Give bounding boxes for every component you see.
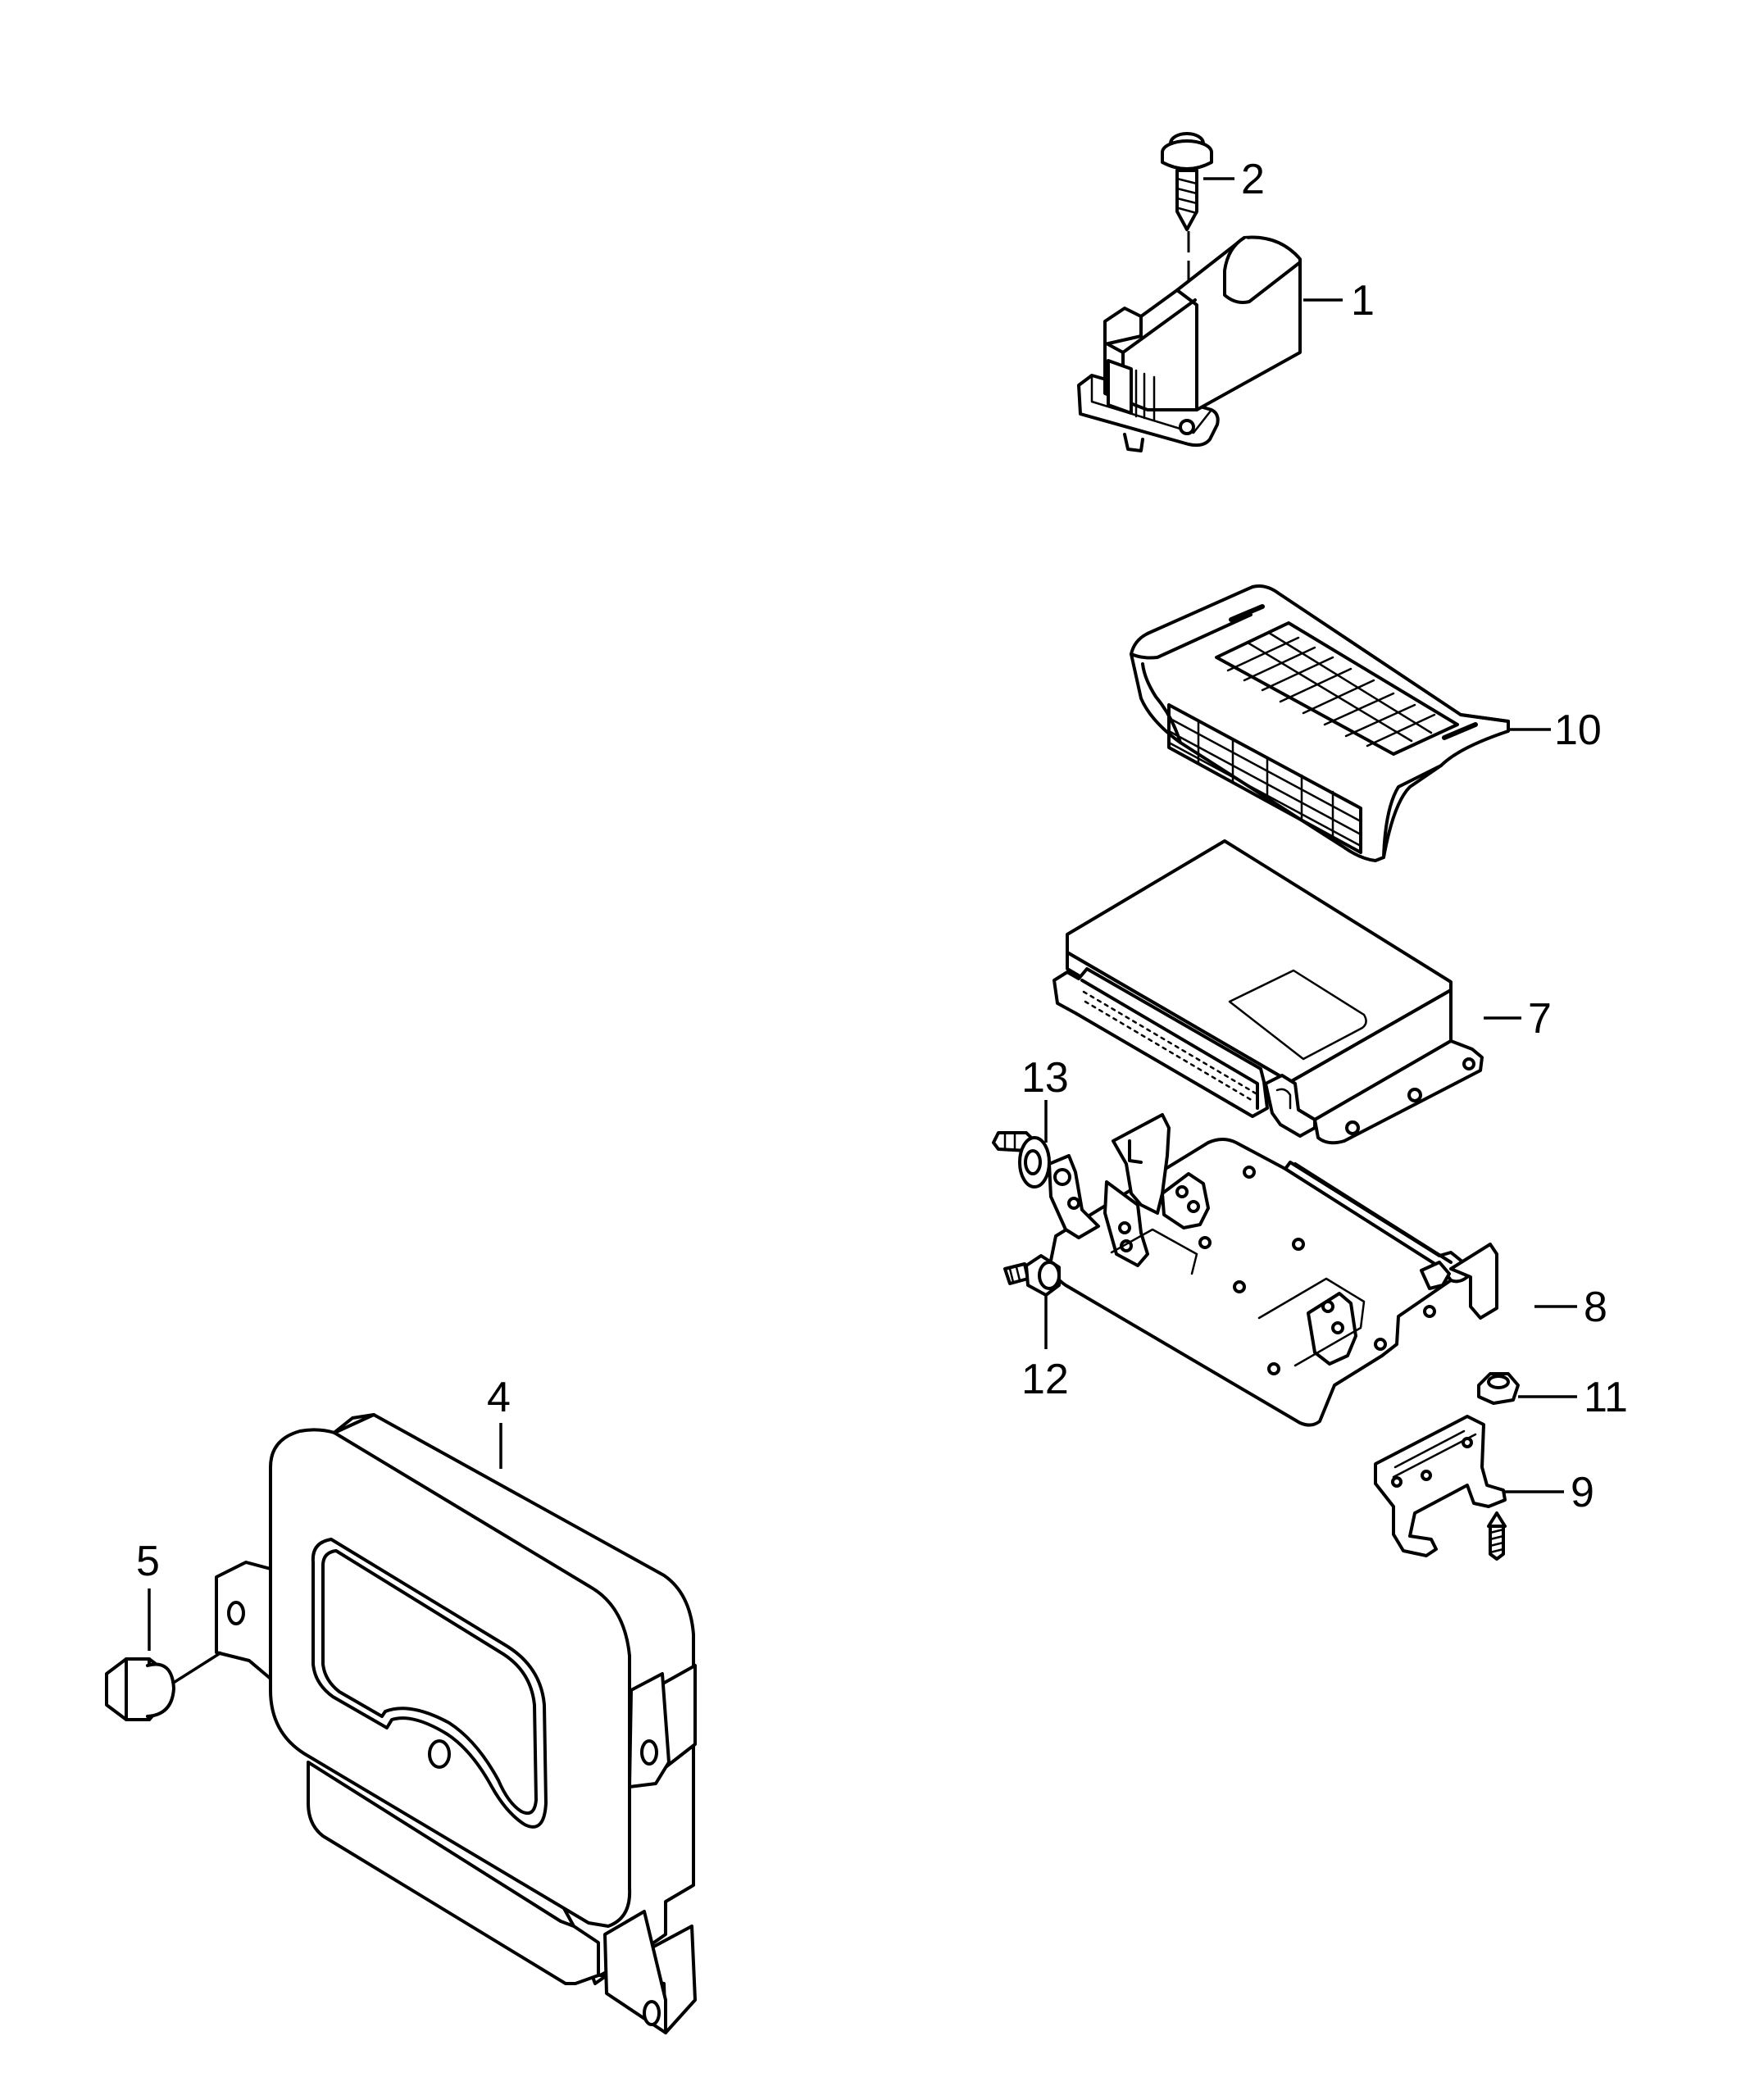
callout-4: 4 xyxy=(487,1374,511,1421)
callout-7: 7 xyxy=(1528,995,1552,1043)
part-12-bolt xyxy=(1003,1254,1061,1297)
callout-13: 13 xyxy=(1021,1054,1069,1102)
callout-10: 10 xyxy=(1554,707,1602,754)
callout-2: 2 xyxy=(1241,156,1265,203)
part-13-clip xyxy=(992,1131,1051,1188)
part-1-relay-unit xyxy=(1077,235,1302,452)
part-4-control-unit xyxy=(215,1413,697,2034)
callout-8: 8 xyxy=(1584,1284,1607,1331)
part-5-nut xyxy=(105,1657,175,1721)
callout-12: 12 xyxy=(1021,1356,1069,1403)
leader-lines xyxy=(148,177,1577,1685)
part-8-bracket xyxy=(1048,1113,1498,1427)
part-2-screw xyxy=(1161,132,1213,231)
callout-1: 1 xyxy=(1351,277,1375,325)
callout-9: 9 xyxy=(1571,1469,1594,1516)
part-11-nut xyxy=(1477,1372,1520,1405)
leader-5b xyxy=(171,1651,222,1685)
callout-5: 5 xyxy=(136,1538,160,1585)
callout-labels: 2 1 10 7 13 12 8 11 9 4 5 xyxy=(136,156,1628,1585)
part-10-cover xyxy=(1130,584,1510,862)
callout-11: 11 xyxy=(1584,1374,1628,1421)
part-9-small-bracket xyxy=(1374,1415,1507,1561)
part-7-control-module xyxy=(1052,839,1484,1145)
